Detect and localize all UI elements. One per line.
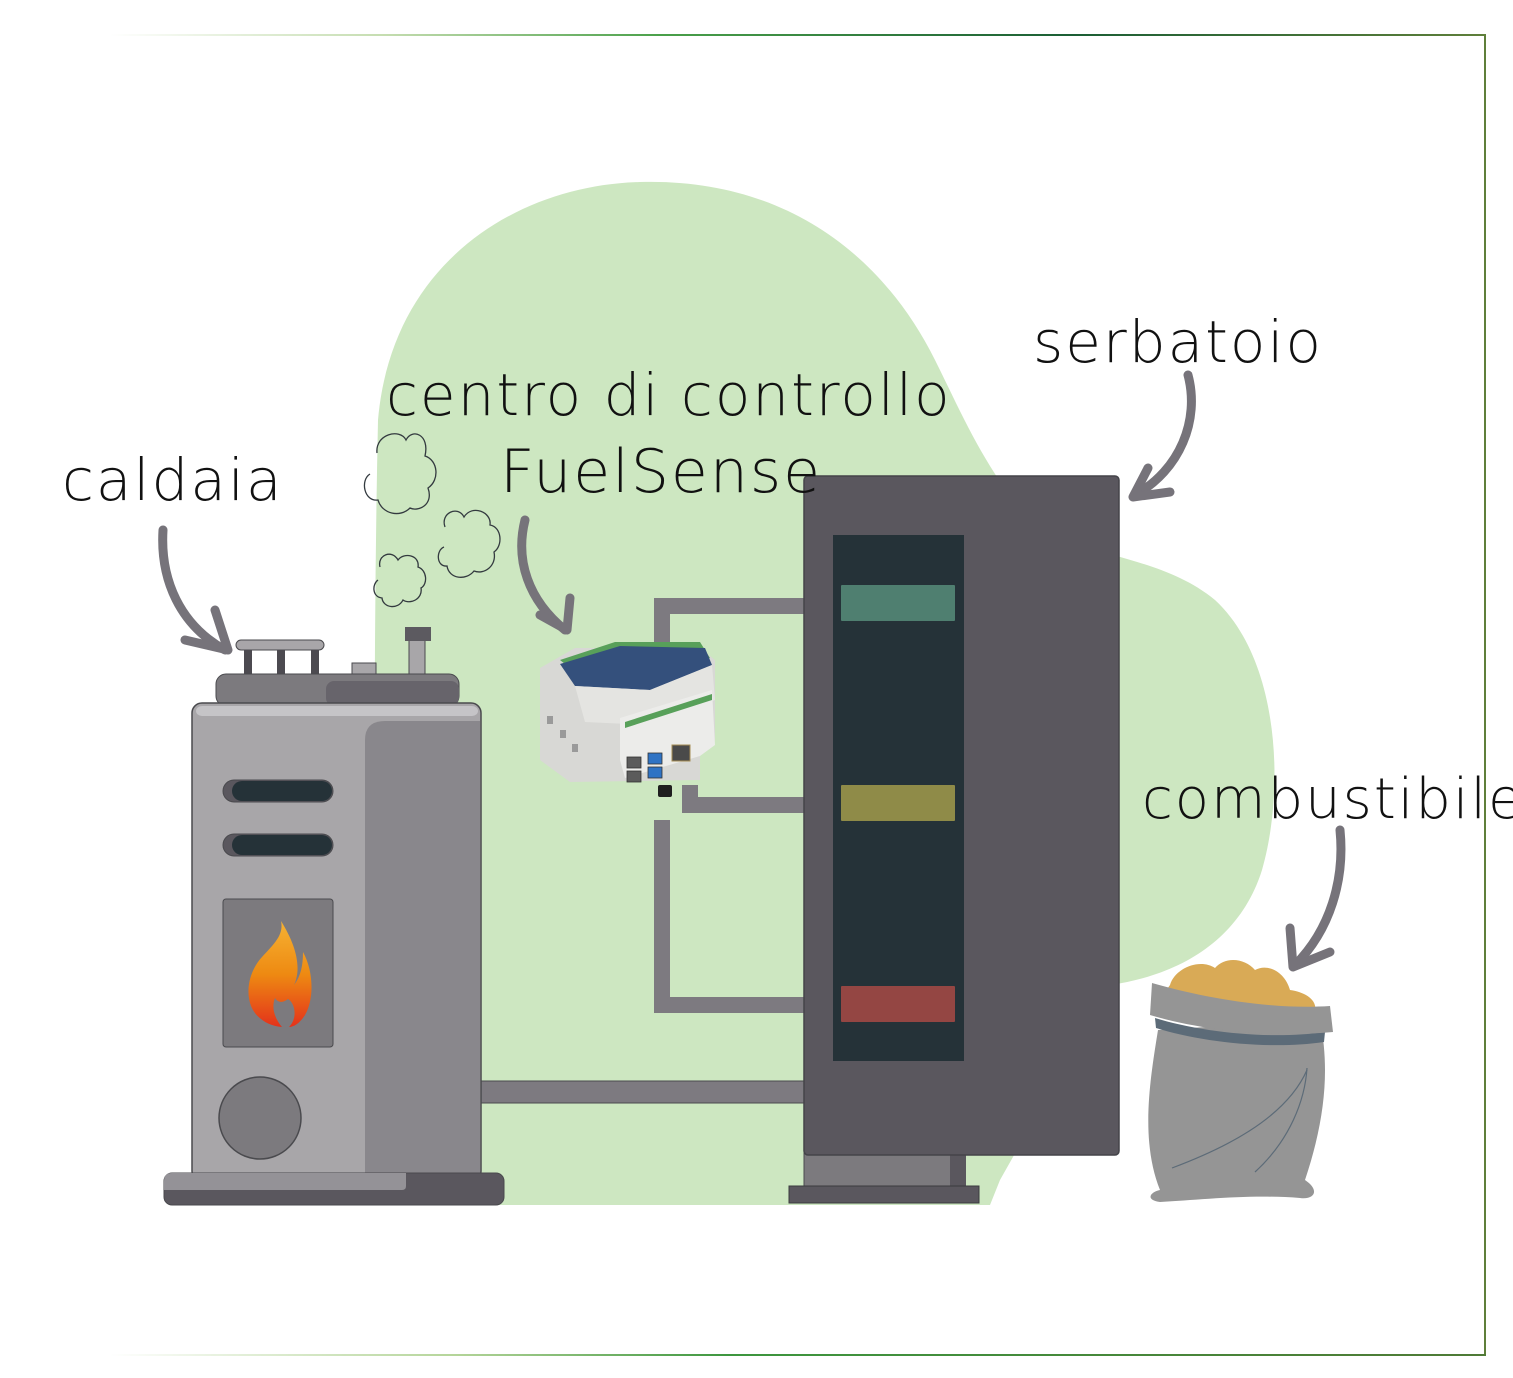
flame-icon <box>248 921 312 1027</box>
sack-fold <box>1254 1067 1308 1173</box>
boiler-handle-bar <box>235 639 325 651</box>
boiler-vent-slot <box>232 781 332 801</box>
label-fuelsense: FuelSense <box>500 437 822 507</box>
smoke-cloud-icon <box>373 553 427 608</box>
boiler <box>163 627 505 1206</box>
usb3-port-icon <box>647 752 663 765</box>
frame-right-line <box>1484 35 1486 1355</box>
label-tank: serbatoio <box>1033 308 1323 376</box>
boiler-handle-leg <box>311 650 319 675</box>
fuel-sack <box>1148 959 1333 1202</box>
boiler-round-door <box>218 1076 302 1160</box>
pipe-bottom <box>654 820 804 1013</box>
arrow-to-controller-icon <box>517 515 575 635</box>
smoke-cloud-icon <box>437 509 501 578</box>
label-fuel: combustibile <box>1142 767 1513 832</box>
boiler-vent-slot <box>232 835 332 855</box>
arrow-to-fuel-icon <box>1285 825 1346 972</box>
sack-body <box>1148 1020 1325 1202</box>
controller-slot <box>572 744 578 752</box>
tank <box>788 475 1120 1204</box>
frame-top-line <box>110 34 1486 36</box>
controller-slot <box>547 716 553 724</box>
fuelsense-controller <box>540 642 715 797</box>
controller-front-lower <box>620 690 715 778</box>
tank-foot <box>788 1185 980 1204</box>
usb3-port-icon <box>647 766 663 779</box>
ethernet-port-icon <box>671 744 691 762</box>
usb-port-icon <box>626 770 642 783</box>
boiler-side-panel <box>365 721 480 1180</box>
controller-pin-strip <box>625 694 712 728</box>
boiler-base-highlight <box>164 1173 406 1190</box>
boiler-chimney-cap <box>405 627 431 641</box>
pipe-middle <box>682 785 804 813</box>
frame <box>110 34 1486 1356</box>
tank-indicator-low <box>841 986 955 1022</box>
tank-stand-shade <box>950 1153 966 1188</box>
usb-port-icon <box>626 756 642 769</box>
smoke-clouds <box>363 433 501 608</box>
boiler-handle-leg <box>244 650 252 675</box>
label-control-center: centro di controllo <box>386 361 952 429</box>
boiler-top-lid-shade <box>326 681 459 706</box>
label-boiler: caldaia <box>62 446 284 514</box>
arrows <box>158 370 1346 972</box>
boiler-handle-leg <box>277 650 285 675</box>
boiler-knob <box>351 662 377 676</box>
sack-fold <box>1171 1069 1308 1169</box>
pipe-boiler-tank <box>479 1080 811 1104</box>
controller-slot <box>560 730 566 738</box>
tank-indicator-mid <box>841 785 955 821</box>
boiler-top-highlight <box>196 706 478 716</box>
tank-stand <box>803 1152 955 1189</box>
frame-bottom-line <box>110 1354 1486 1356</box>
smoke-cloud-icon <box>363 433 437 515</box>
sack-rim <box>1150 983 1333 1035</box>
controller-clip <box>658 785 672 797</box>
boiler-chimney <box>408 635 426 677</box>
tank-indicator-high <box>841 585 955 621</box>
controller-top-panel <box>560 646 712 690</box>
arrow-to-boiler-icon <box>158 525 233 655</box>
arrow-to-tank-icon <box>1128 370 1196 502</box>
sack-band <box>1155 1018 1325 1046</box>
